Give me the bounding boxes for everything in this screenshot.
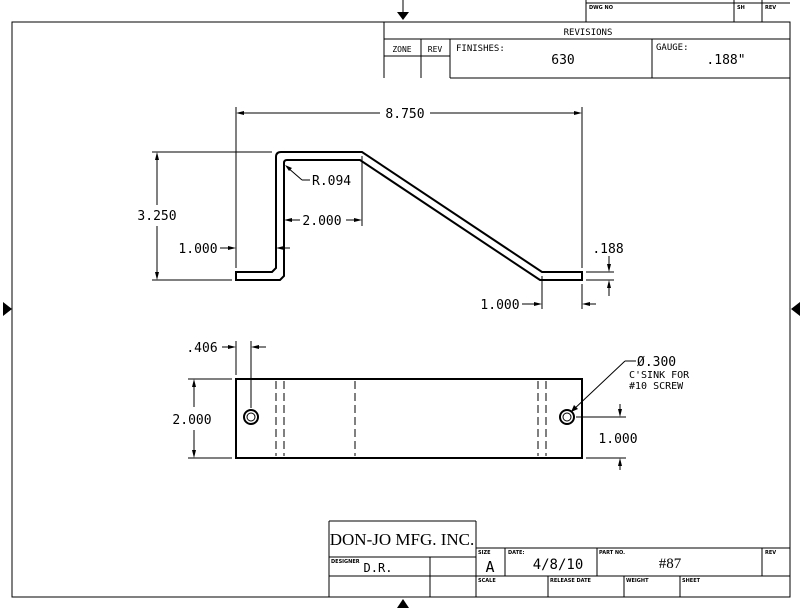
zone-label: ZONE — [392, 45, 411, 54]
finishes-value: 630 — [551, 53, 574, 68]
dim-arrow-icon — [607, 280, 611, 288]
plan-view-outline — [235, 378, 583, 459]
top-center-arrow-icon — [397, 12, 409, 20]
hole-edge-label: 1.000 — [598, 432, 637, 447]
hole-spec-diameter: Ø.300 — [637, 355, 676, 370]
hole-offset-label: .406 — [186, 341, 217, 356]
gauge-value: .188" — [706, 53, 745, 68]
hole-spec-screw: #10 SCREW — [629, 381, 684, 392]
dim-arrow-icon — [618, 458, 622, 466]
rev-column-label: REV — [428, 45, 443, 54]
gauge-label: GAUGE: — [656, 43, 689, 53]
overall-length-dimension — [235, 107, 583, 268]
company-name: DON-JO MFG. INC. — [330, 530, 475, 549]
right-hole-icon — [559, 409, 575, 425]
height-dimension — [152, 151, 272, 281]
part-no-label: PART NO. — [599, 550, 625, 556]
dim-arrow-icon — [284, 218, 292, 222]
left-center-arrow-icon — [3, 302, 12, 316]
date-value: 4/8/10 — [533, 557, 584, 573]
scale-label: SCALE — [478, 578, 496, 584]
right-center-arrow-icon — [791, 302, 800, 316]
side-view-profile — [235, 151, 583, 281]
rev-top-label: REV — [765, 5, 776, 11]
size-value: A — [485, 558, 494, 576]
designer-label: DESIGNER — [331, 559, 360, 565]
left-foot-label: 1.000 — [178, 242, 217, 257]
revisions-label: REVISIONS — [564, 28, 613, 38]
hole-spec-csink: C'SINK FOR — [629, 370, 690, 381]
revisions-block — [383, 0, 791, 79]
left-hole-inner — [246, 412, 256, 422]
dim-arrow-icon — [607, 264, 611, 272]
height-label: 3.250 — [137, 209, 176, 224]
dim-arrow-icon — [618, 409, 622, 417]
dim-arrow-icon — [534, 302, 542, 306]
designer-value: D.R. — [364, 561, 393, 575]
size-label: SIZE — [478, 550, 491, 556]
hole-callout-leader — [571, 360, 636, 412]
thickness-label: .188 — [592, 242, 623, 257]
width-label: 2.000 — [172, 413, 211, 428]
radius-label: R.094 — [312, 174, 351, 189]
rev-bottom-label: REV — [765, 550, 776, 556]
bend-lines — [275, 381, 547, 456]
dim-arrow-icon — [574, 111, 582, 115]
weight-label: WEIGHT — [626, 578, 649, 584]
dim-arrow-icon — [354, 218, 362, 222]
release-date-label: RELEASE DATE — [550, 578, 592, 584]
finishes-label: FINISHES: — [456, 44, 505, 54]
hole-offset-dimension — [222, 341, 266, 408]
drawing-border — [11, 21, 791, 598]
dim-arrow-icon — [155, 272, 159, 280]
title-block — [328, 520, 790, 597]
dim-arrow-icon — [192, 379, 196, 387]
leader-arrow-icon — [285, 165, 292, 171]
dim-arrow-icon — [192, 450, 196, 458]
dim-arrow-icon — [228, 345, 236, 349]
top-flat-label: 2.000 — [302, 214, 341, 229]
dim-arrow-icon — [228, 246, 236, 250]
dim-arrow-icon — [236, 111, 244, 115]
right-hole-inner — [562, 412, 572, 422]
thickness-dimension — [586, 256, 614, 296]
dim-arrow-icon — [251, 345, 259, 349]
dim-arrow-icon — [582, 302, 590, 306]
sheet-label: SHEET — [682, 578, 701, 584]
sh-label: SH — [737, 5, 745, 11]
leader-arrow-icon — [571, 405, 578, 412]
right-foot-label: 1.000 — [480, 298, 519, 313]
dim-arrow-icon — [276, 246, 284, 250]
overall-length-label: 8.750 — [385, 107, 424, 122]
dwg-no-label: DWG NO — [589, 5, 613, 11]
part-no-value: #87 — [659, 556, 682, 572]
left-hole-icon — [243, 409, 259, 425]
date-label: DATE: — [508, 550, 524, 556]
bottom-center-arrow-icon — [397, 599, 409, 608]
dim-arrow-icon — [155, 152, 159, 160]
